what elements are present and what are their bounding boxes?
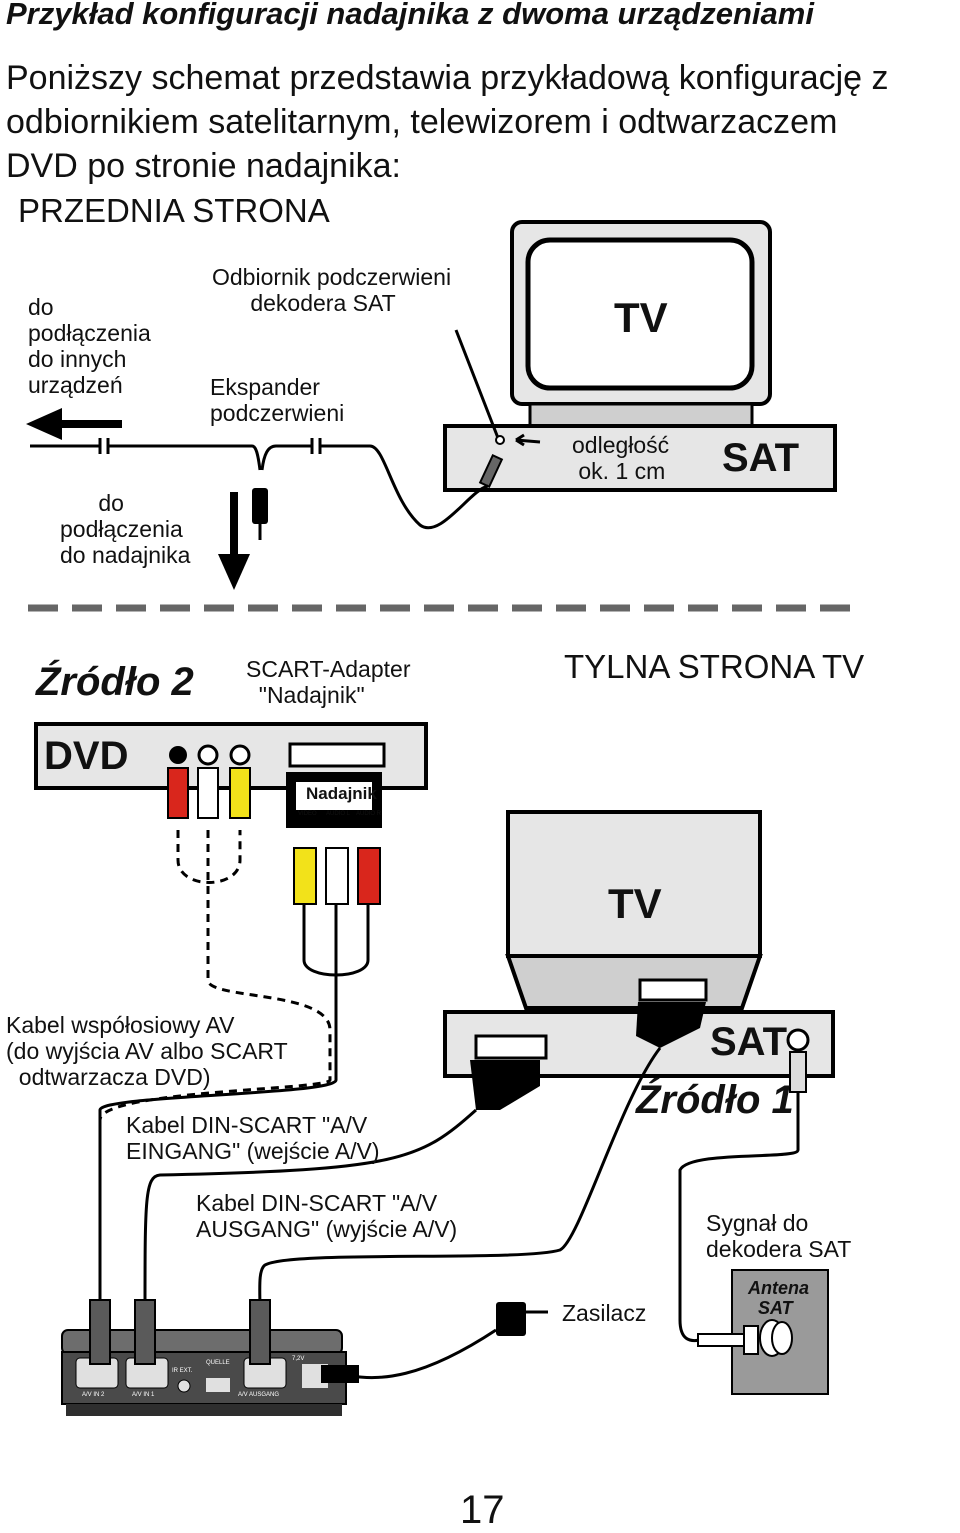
- av-cable-label: Kabel współosiowy AV (do wyjścia AV albo…: [6, 1012, 288, 1090]
- ir-receiver-label: Odbiornik podczerwieni dekodera SAT: [212, 264, 452, 316]
- page-number: 17: [460, 1488, 505, 1532]
- tv-front-label: TV: [614, 294, 668, 341]
- port-ir-ext: IR EXT.: [172, 1368, 193, 1374]
- to-transmitter-label: do podłączenia do nadajnika: [60, 490, 191, 568]
- antenna-label: Antena SAT: [748, 1278, 810, 1318]
- tv-back-heading: TYLNA STRONA TV: [564, 648, 865, 685]
- sat-signal-label: Sygnał do dekodera SAT: [706, 1210, 852, 1262]
- distance-label: odległość ok. 1 cm: [572, 432, 670, 484]
- psu-label: Zasilacz: [562, 1300, 647, 1326]
- adapter-port-video: VIDEO: [298, 811, 317, 817]
- rca-plugs-adapter: [293, 847, 381, 905]
- adapter-name-label: Nadajnik: [306, 784, 377, 803]
- source1-label: Źródło 1: [636, 1078, 794, 1122]
- port-av-ausgang: A/V AUSGANG: [238, 1392, 280, 1398]
- port-av-in1: A/V IN 1: [132, 1392, 155, 1398]
- intro-text: Poniższy schemat przedstawia przykładową…: [6, 59, 889, 185]
- adapter-port-audio-r: AUDIO R: [356, 811, 382, 817]
- ir-expander-label: Ekspander podczerwieni: [210, 374, 345, 426]
- din-scart-in-label: Kabel DIN-SCART "A/V EINGANG" (wejście A…: [126, 1112, 380, 1164]
- psu-icon: [496, 1302, 526, 1336]
- port-av-in2: A/V IN 2: [82, 1392, 105, 1398]
- rca-plugs-dvd: [167, 767, 251, 819]
- tv-back-label: TV: [608, 880, 662, 927]
- adapter-port-audio-l: AUDIO L: [326, 811, 351, 817]
- sat-front-label: SAT: [722, 436, 800, 480]
- port-quelle: QUELLE: [206, 1360, 230, 1366]
- page-title: Przykład konfiguracji nadajnika z dwoma …: [6, 0, 814, 31]
- din-scart-out-label: Kabel DIN-SCART "A/V AUSGANG" (wyjście A…: [196, 1190, 458, 1242]
- source2-label: Źródło 2: [36, 660, 194, 704]
- sat-back-label: SAT: [710, 1020, 788, 1064]
- port-power: 7,2V: [292, 1356, 305, 1362]
- dvd-label: DVD: [44, 734, 129, 778]
- scart-adapter-label: SCART-Adapter "Nadajnik": [246, 656, 411, 708]
- sat-box-front: [443, 424, 837, 492]
- to-other-devices-label: do podłączenia do innych urządzeń: [28, 294, 151, 398]
- tv-front-illustration: [510, 220, 772, 428]
- front-heading: PRZEDNIA STRONA: [18, 192, 330, 229]
